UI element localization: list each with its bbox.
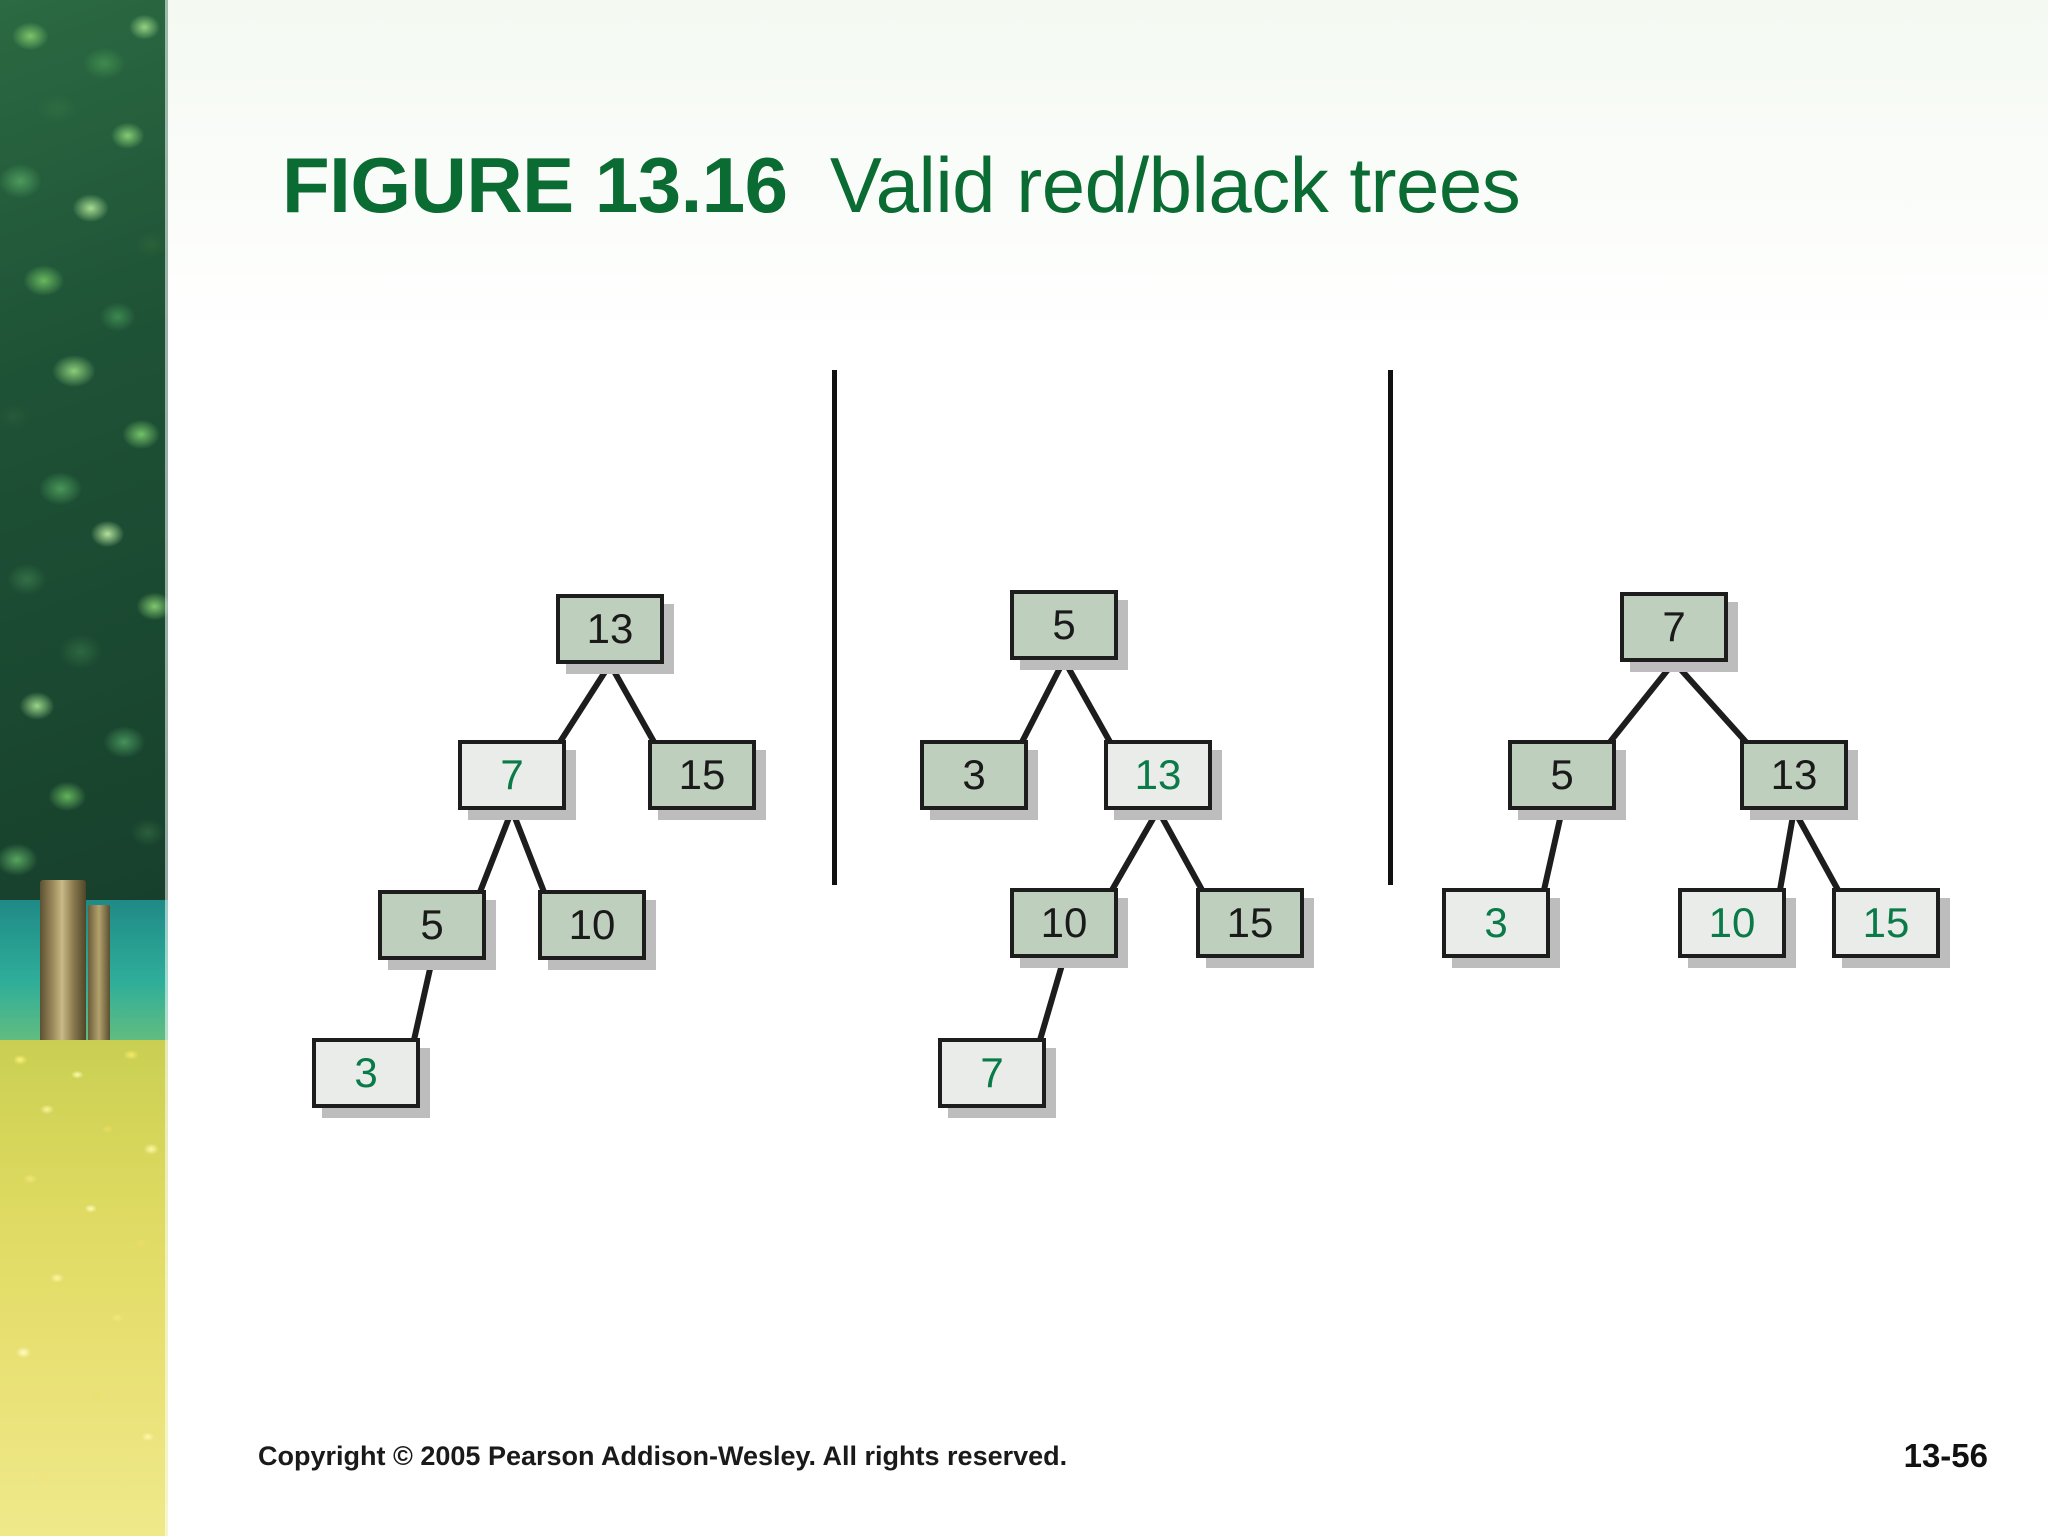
tree-node-tree-3-10: 10: [1678, 888, 1786, 958]
tree-node-tree-1-13: 13: [556, 594, 664, 664]
tree-node-tree-3-7: 7: [1620, 592, 1728, 662]
copyright-notice: Copyright © 2005 Pearson Addison-Wesley.…: [258, 1441, 1068, 1471]
tree-node-tree-1-7: 7: [458, 740, 566, 810]
tree-edge-t2-5-to-t2-3: [1019, 658, 1067, 744]
tree-edge-t1-7-to-t1-10: [509, 808, 547, 894]
title-figure-number: FIGURE 13.16: [282, 141, 788, 229]
tree-edge-t1-7-to-t1-5: [477, 808, 515, 894]
meadow-foreground: [0, 1040, 168, 1536]
title-caption: Valid red/black trees: [829, 141, 1521, 229]
tree-node-tree-3-3: 3: [1442, 888, 1550, 958]
tree-trunk-secondary: [88, 905, 110, 1070]
tree-edge-t3-7-to-t3-13: [1671, 659, 1749, 745]
tree-node-tree-2-15: 15: [1196, 888, 1304, 958]
tree-edge-t1-13-to-t1-15: [607, 662, 657, 744]
tree-node-tree-3-5: 5: [1508, 740, 1616, 810]
tree-node-tree-3-13: 13: [1740, 740, 1848, 810]
tree-node-tree-1-5: 5: [378, 890, 486, 960]
tree-edge-t3-13-to-t3-10: [1777, 809, 1797, 891]
tree-node-tree-2-5: 5: [1010, 590, 1118, 660]
tree-node-tree-1-3: 3: [312, 1038, 420, 1108]
tree-node-tree-2-3: 3: [920, 740, 1028, 810]
tree-edge-t2-10-to-t2-7: [1037, 957, 1067, 1041]
tree-edge-t2-13-to-t2-10: [1109, 808, 1161, 892]
tree-edge-t1-13-to-t1-7: [557, 662, 613, 744]
tree-edge-t3-7-to-t3-5: [1607, 660, 1677, 744]
tree-node-tree-1-15: 15: [648, 740, 756, 810]
divider-1: [832, 370, 837, 885]
tree-edge-t1-5-to-t1-3: [411, 959, 435, 1041]
tree-edge-t2-13-to-t2-15: [1155, 808, 1205, 892]
tree-node-tree-2-13: 13: [1104, 740, 1212, 810]
page-title: FIGURE 13.16 Valid red/black trees: [282, 146, 1962, 224]
tree-edge-t3-5-to-t3-3: [1541, 809, 1565, 891]
tree-node-tree-3-15: 15: [1832, 888, 1940, 958]
foliage-canopy: [0, 0, 168, 905]
tree-edge-t3-13-to-t3-15: [1791, 808, 1841, 892]
tree-trunk: [40, 880, 86, 1070]
tree-node-tree-1-10: 10: [538, 890, 646, 960]
tree-node-tree-2-10: 10: [1010, 888, 1118, 958]
page-number: 13-56: [1903, 1437, 1988, 1474]
band-edge: [165, 0, 168, 1536]
tree-photo-band: [0, 0, 168, 1536]
tree-node-tree-2-7: 7: [938, 1038, 1046, 1108]
tree-edge-t2-5-to-t2-13: [1061, 658, 1113, 744]
divider-2: [1388, 370, 1393, 885]
